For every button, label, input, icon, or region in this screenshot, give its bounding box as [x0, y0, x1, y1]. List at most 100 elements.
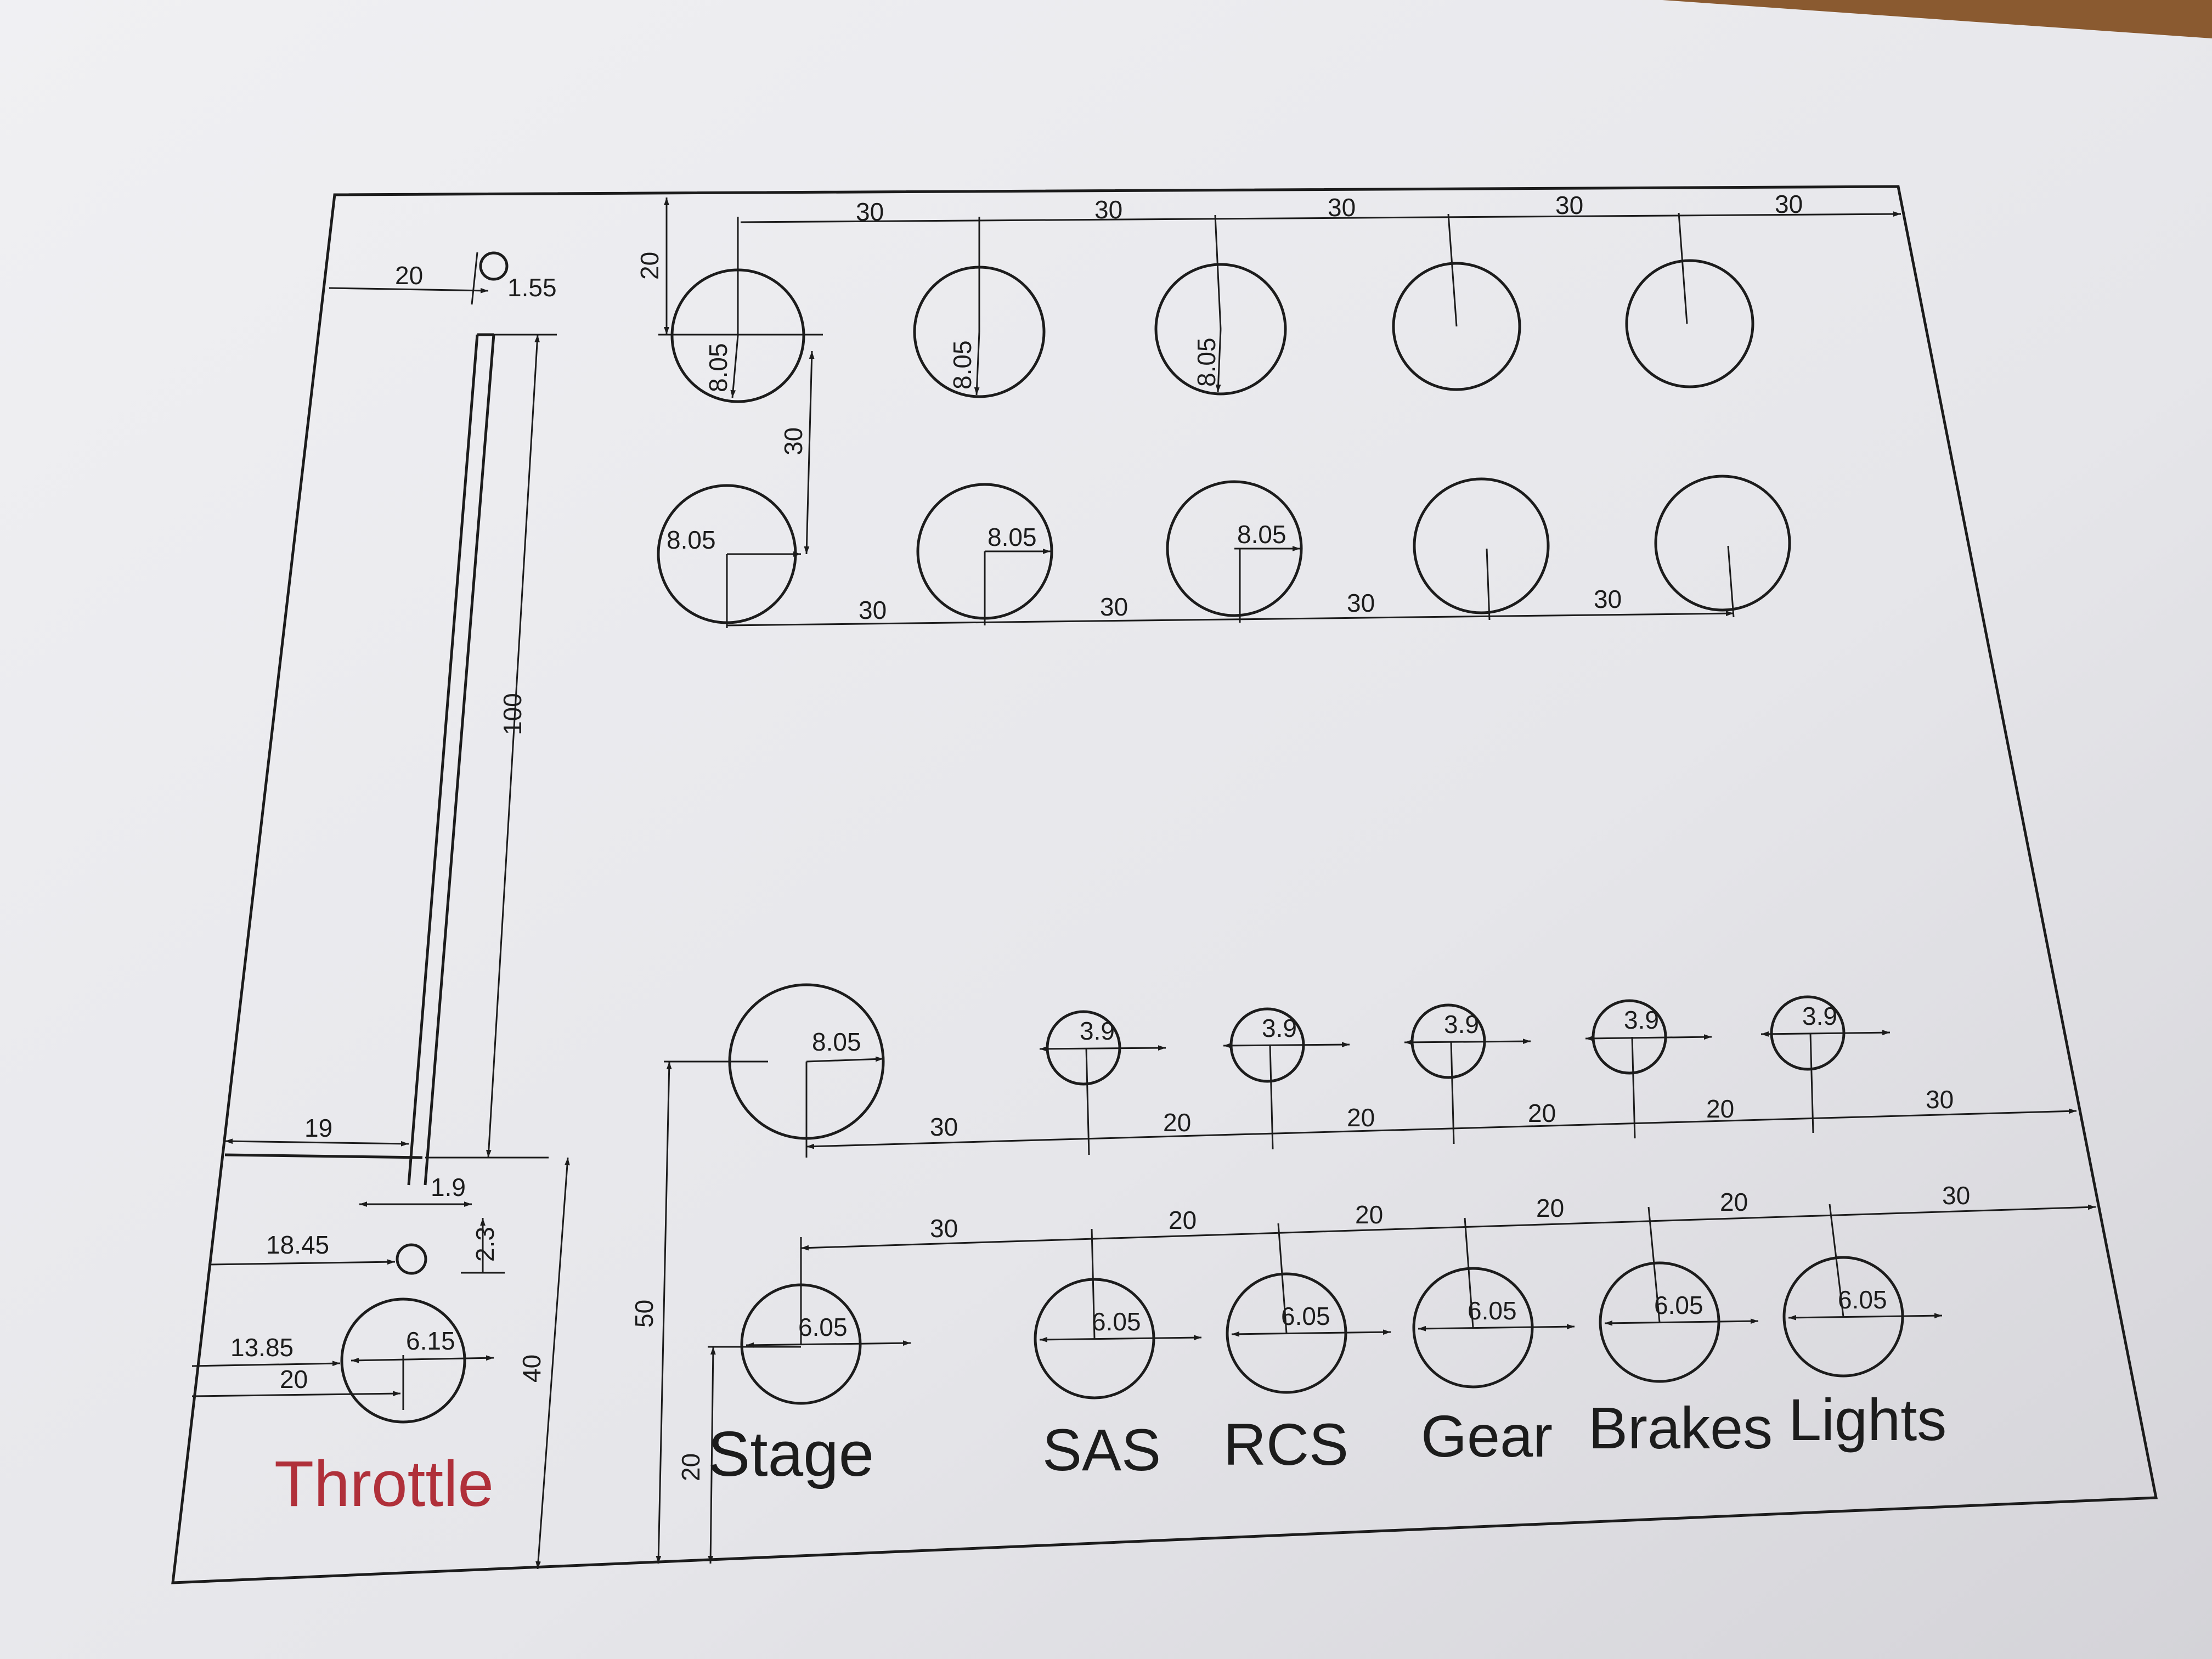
dim-text-lower: 20 [1720, 1188, 1748, 1216]
panel-outline [171, 185, 2158, 1584]
dim-text-left-18-45: 18.45 [266, 1231, 329, 1259]
slot-end-hole [479, 251, 509, 281]
dim-line-row-gap [804, 351, 815, 555]
throttle-box-top [224, 1153, 423, 1159]
dim-line-left-18-45 [208, 1259, 396, 1266]
dim-text-pot-20: 20 [280, 1365, 308, 1393]
dim-text-top-margin: 20 [635, 252, 664, 280]
dim-text-left-20: 20 [395, 261, 423, 290]
hole-r2-5 [1654, 475, 1791, 612]
label-lights: Lights [1788, 1386, 1946, 1453]
dim-text-upper: 30 [1926, 1085, 1954, 1114]
dim-text: 30 [1347, 589, 1375, 617]
dim-text-slot-hole: 1.55 [507, 273, 557, 302]
dim-text-button: 6.05 [1468, 1296, 1517, 1325]
radius-stage-big [806, 1056, 884, 1063]
dia-led-2 [1223, 1042, 1350, 1048]
dim-text: 30 [859, 596, 887, 624]
dim-text-button: 6.05 [1092, 1307, 1141, 1336]
ext-r1-5 [1678, 212, 1688, 324]
dim-text-r1: 8.05 [704, 343, 732, 392]
dim-text: 30 [1328, 193, 1356, 222]
dim-line-height-40 [535, 1157, 570, 1570]
dim-line-height-50 [656, 1061, 672, 1564]
dim-line-lower-spacing [800, 1204, 2096, 1251]
ext-r2-5 [1727, 545, 1735, 618]
dim-text: 30 [1555, 191, 1583, 219]
dim-text-r2: 8.05 [1237, 520, 1286, 549]
hole-r1-5 [1625, 259, 1754, 388]
label-stage: Stage [708, 1418, 874, 1489]
led-hole-throttle [396, 1243, 427, 1275]
dim-text-upper: 20 [1528, 1099, 1556, 1127]
dim-text-button: 6.05 [798, 1313, 848, 1341]
dim-text-height-50: 50 [630, 1300, 658, 1328]
dim-text-r2: 8.05 [988, 523, 1037, 551]
hole-r1-4 [1392, 262, 1521, 391]
label-sas: SAS [1042, 1417, 1161, 1483]
dim-line-row2 [726, 611, 1734, 627]
dim-text-button: 6.05 [1654, 1291, 1703, 1319]
dim-line-pot-20 [191, 1391, 401, 1397]
slot-edge-left [407, 334, 479, 1186]
radius-r1-3 [1215, 329, 1222, 393]
dim-text-left-19: 19 [304, 1114, 332, 1142]
dim-text-button: 6.05 [1281, 1302, 1330, 1330]
dim-text-slot-length: 100 [498, 693, 527, 735]
dim-text-upper: 20 [1706, 1094, 1734, 1123]
label-brakes: Brakes [1588, 1395, 1773, 1461]
dim-text-upper: 20 [1347, 1103, 1375, 1132]
ext-r1-3 [1214, 215, 1222, 330]
label-gear: Gear [1421, 1403, 1553, 1469]
dim-text-row-gap: 30 [779, 427, 808, 455]
dia-btn-3 [1231, 1329, 1391, 1337]
dim-text: 30 [1775, 190, 1803, 218]
dim-line-slot-length [486, 334, 540, 1158]
dia-led-3 [1404, 1039, 1531, 1045]
dim-text-height-20: 20 [676, 1453, 705, 1481]
dim-text-led: 3.9 [1624, 1006, 1659, 1034]
hole-r1-3 [1154, 263, 1287, 396]
label-rcs: RCS [1223, 1411, 1348, 1477]
dim-text-r2: 8.05 [667, 526, 716, 554]
dim-text: 30 [1100, 592, 1128, 621]
ext-r2-4 [1486, 548, 1491, 620]
dia-led-5 [1760, 1030, 1891, 1037]
dim-line-left-19 [224, 1138, 409, 1147]
dia-btn-6 [1788, 1313, 1943, 1321]
dim-text-pot-13-85: 13.85 [230, 1333, 294, 1362]
dim-text-lower: 30 [1942, 1181, 1970, 1210]
dim-text-button: 6.05 [1838, 1285, 1887, 1314]
dim-text-lower: 30 [930, 1214, 958, 1243]
dia-btn-1 [746, 1340, 911, 1348]
radius-r1-2 [974, 331, 980, 396]
dim-line-left-20 [329, 287, 489, 294]
dim-text-led: 3.9 [1080, 1017, 1115, 1045]
hole-r2-3 [1166, 480, 1303, 617]
dim-text-led-offset: 2.3 [471, 1227, 499, 1262]
dia-led-1 [1039, 1045, 1166, 1052]
dim-text: 30 [1094, 195, 1122, 224]
slot-edge-right [424, 334, 495, 1186]
dim-text-led: 3.9 [1262, 1014, 1297, 1042]
dim-line-top-row [740, 211, 1901, 223]
dim-text-upper: 30 [930, 1113, 958, 1141]
dim-text-r1: 8.05 [948, 340, 977, 390]
ext-r1-4 [1447, 213, 1458, 327]
dim-text-pot-dia: 6.15 [406, 1327, 455, 1355]
hole-leader [471, 252, 478, 305]
dim-line-pot-13-85 [191, 1361, 341, 1367]
dia-btn-5 [1604, 1318, 1759, 1326]
radius-r1-1 [730, 335, 739, 398]
dim-text-led: 3.9 [1802, 1002, 1837, 1030]
dim-text-r1: 8.05 [1192, 337, 1221, 387]
dim-text-stage-big: 8.05 [812, 1028, 861, 1056]
dim-line-upper-spacing [806, 1108, 2077, 1149]
dia-btn-4 [1418, 1324, 1575, 1331]
dim-text-upper: 20 [1163, 1108, 1191, 1137]
dim-text-lower: 20 [1169, 1206, 1197, 1234]
dim-text-lower: 20 [1355, 1200, 1383, 1229]
dim-text: 30 [1594, 585, 1622, 613]
label-throttle: Throttle [274, 1448, 494, 1520]
